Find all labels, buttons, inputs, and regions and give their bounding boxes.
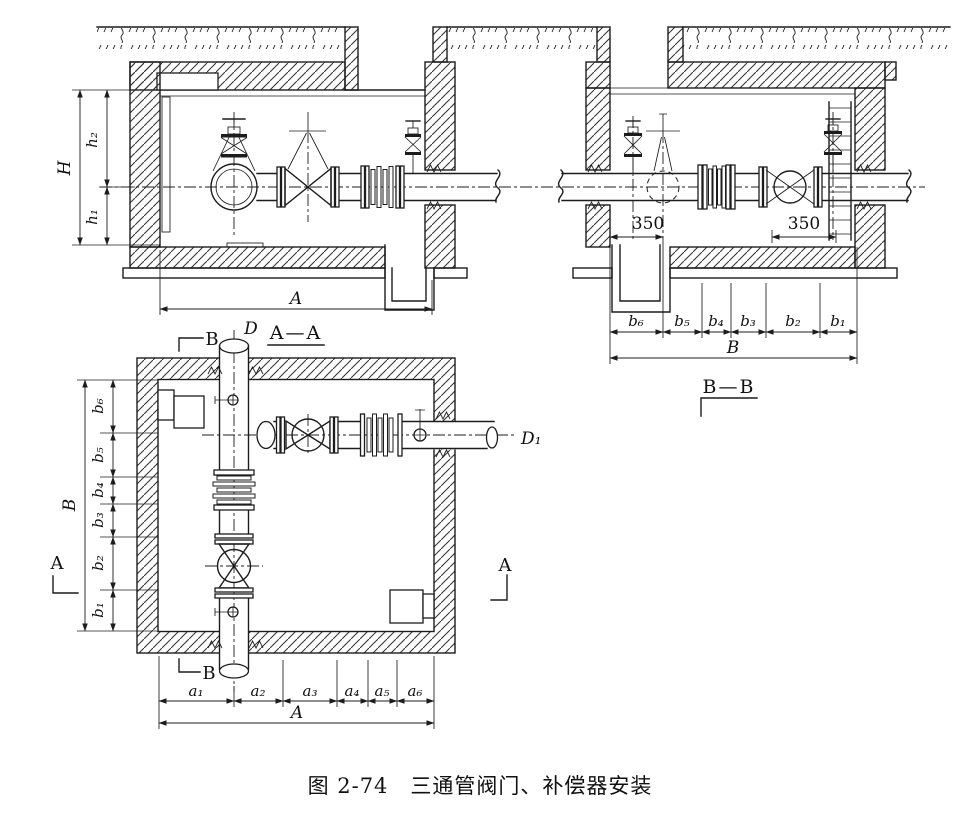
dim-a1: a₁ [189, 682, 204, 700]
dim-350-left: 350 [632, 214, 664, 234]
ladder-recess [173, 395, 205, 429]
cut-mark-B-top: B [205, 329, 218, 350]
pipe-label-D: D [243, 319, 258, 339]
dim-label-A-aa: A [288, 289, 302, 309]
branch-pipe-cut [485, 426, 499, 449]
dim-b1-plan: b₁ [89, 602, 107, 618]
ladder-recess-small [157, 389, 175, 421]
dim-b2-plan: b₂ [89, 555, 107, 571]
main-gate-valve [214, 533, 254, 599]
sump-recess [389, 589, 424, 624]
plan-pipework [157, 338, 499, 679]
dim-a4: a₄ [345, 682, 360, 700]
dim-label-h1: h₁ [83, 209, 101, 225]
section-cut-marks [52, 337, 758, 673]
dim-label-h2: h₂ [83, 132, 101, 148]
figure-caption: 图 2-74 三通管阀门、补偿器安装 [308, 774, 653, 798]
sump-recess-small [422, 593, 435, 619]
section-aa-pipework [210, 112, 501, 211]
dim-label-B-plan: B [60, 499, 80, 513]
vent-valve-right [823, 118, 843, 173]
compensator [697, 164, 736, 210]
branch-gate-valve [275, 416, 339, 454]
branch-pipe-edges [273, 420, 495, 450]
tee-fitting [256, 420, 276, 450]
ground-surface [96, 26, 951, 49]
dim-b5-bb: b₅ [674, 312, 690, 330]
labels: H h₂ h₁ A A—A 350 350 b₆ b₅ b₄ b₃ b₂ b₁ … [50, 132, 846, 798]
vent-valve-left [623, 120, 643, 173]
branch-compensator [359, 413, 403, 457]
dim-b6-bb: b₆ [628, 312, 644, 330]
ladder [828, 101, 852, 241]
dimensions [72, 89, 858, 729]
main-pipe-edges [218, 345, 250, 670]
pipe-breaks [557, 169, 912, 203]
dim-350-right: 350 [788, 214, 820, 234]
dim-a5: a₅ [375, 682, 390, 700]
main-compensator [212, 469, 256, 511]
compensator [360, 165, 405, 209]
vent-valve-on-tee [212, 118, 256, 172]
dim-b6-plan: b₆ [89, 398, 107, 414]
branch-tap-valve [413, 409, 427, 442]
section-aa-structure [122, 26, 468, 311]
dim-a3: a₃ [303, 682, 318, 700]
cut-mark-A-right: A [498, 555, 513, 576]
gate-valve [276, 112, 340, 208]
pipe-label-D1: D₁ [520, 429, 541, 449]
cut-mark-A-left: A [50, 553, 65, 574]
title-section-bb: B—B [703, 376, 756, 398]
wall-seal-marks [207, 366, 451, 649]
dim-b4-plan: b₄ [89, 482, 107, 498]
dim-b1-bb: b₁ [830, 312, 846, 330]
dim-label-B-bb: B [726, 338, 740, 358]
cut-mark-B-bottom: B [202, 663, 215, 684]
dim-b4-bb: b₄ [708, 312, 724, 330]
dim-b3-plan: b₃ [89, 512, 107, 528]
pipe-break [494, 169, 501, 203]
wall-seal-marks [587, 164, 872, 210]
tee-end-view [210, 163, 258, 211]
dim-a2: a₂ [251, 682, 266, 700]
pipe-wall-crossings [219, 174, 886, 655]
main-pipe-bottom-cut [218, 663, 250, 679]
section-bb-pipework [557, 101, 912, 241]
main-pipe-top-cut [218, 338, 250, 354]
gate-valve [758, 166, 823, 208]
dim-label-A-plan: A [289, 703, 303, 723]
dim-b2-bb: b₂ [785, 312, 801, 330]
dim-b5-plan: b₅ [89, 447, 107, 463]
section-bb-structure [572, 26, 898, 313]
wall-seal-marks [426, 164, 442, 210]
tee-branch-dashed [646, 113, 680, 204]
main-pipe-taps [214, 394, 239, 618]
dim-a6: a₆ [408, 682, 423, 700]
title-section-aa: A—A [269, 322, 322, 344]
plan-structure [136, 357, 456, 654]
dim-b3-bb: b₃ [740, 312, 756, 330]
dim-label-H: H [55, 159, 75, 176]
drain-valve-at-wall [404, 120, 422, 173]
